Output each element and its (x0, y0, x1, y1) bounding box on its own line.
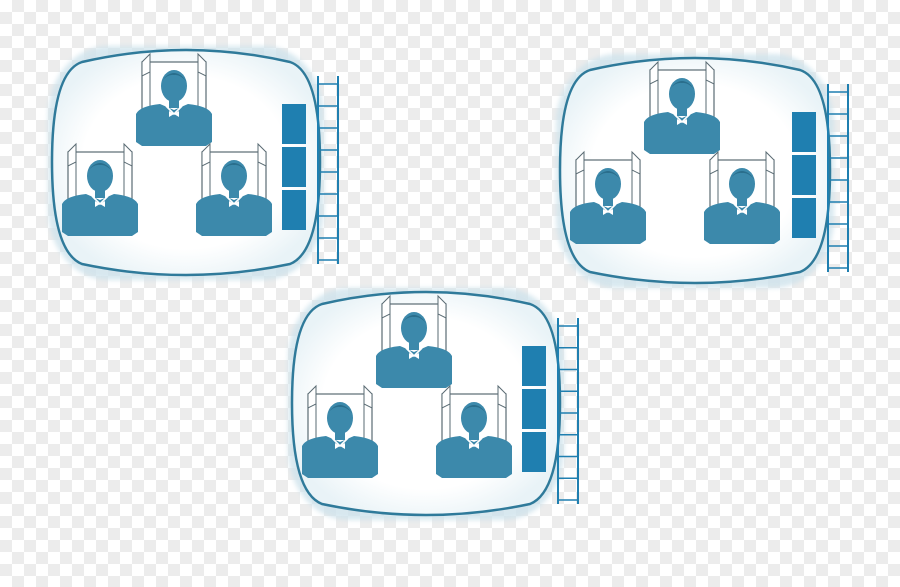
person-head (595, 168, 621, 200)
person-head (401, 312, 427, 344)
person-body (136, 104, 212, 146)
person-hair (161, 73, 187, 82)
person-body (196, 194, 272, 236)
group-bottom-center (288, 288, 579, 520)
person-icon (704, 150, 780, 244)
person-icon (302, 384, 378, 478)
person-head (461, 402, 487, 434)
stacked-blocks (522, 346, 546, 472)
ladder-icon (827, 84, 849, 272)
bow-tie (335, 443, 345, 449)
person-body (376, 346, 452, 388)
ladder-icon (557, 318, 579, 504)
person-icon (436, 384, 512, 478)
block (522, 346, 546, 386)
block (522, 389, 546, 429)
person-icon (644, 60, 720, 154)
bow-tie (169, 111, 179, 117)
bow-tie (677, 119, 687, 125)
person-hair (461, 405, 487, 414)
person-hair (669, 81, 695, 90)
block (282, 147, 306, 187)
person-head (729, 168, 755, 200)
block (282, 190, 306, 230)
bow-tie (95, 201, 105, 207)
person-body (62, 194, 138, 236)
person-hair (221, 163, 247, 172)
bow-tie (229, 201, 239, 207)
person-icon (570, 150, 646, 244)
block (792, 112, 816, 152)
group-top-right (556, 54, 849, 288)
person-body (644, 112, 720, 154)
person-head (87, 160, 113, 192)
block (792, 155, 816, 195)
bow-tie (409, 353, 419, 359)
bow-tie (469, 443, 479, 449)
stacked-blocks (282, 104, 306, 230)
person-body (570, 202, 646, 244)
person-icon (136, 52, 212, 146)
person-hair (327, 405, 353, 414)
block (282, 104, 306, 144)
person-head (221, 160, 247, 192)
person-hair (401, 315, 427, 324)
bow-tie (737, 209, 747, 215)
person-head (669, 78, 695, 110)
person-body (436, 436, 512, 478)
block (522, 432, 546, 472)
person-head (161, 70, 187, 102)
person-hair (729, 171, 755, 180)
person-head (327, 402, 353, 434)
stacked-blocks (792, 112, 816, 238)
person-hair (595, 171, 621, 180)
bow-tie (603, 209, 613, 215)
group-top-left (48, 46, 339, 280)
ladder-icon (317, 76, 339, 264)
block (792, 198, 816, 238)
person-body (704, 202, 780, 244)
person-body (302, 436, 378, 478)
person-icon (62, 142, 138, 236)
person-icon (196, 142, 272, 236)
person-icon (376, 294, 452, 388)
person-hair (87, 163, 113, 172)
